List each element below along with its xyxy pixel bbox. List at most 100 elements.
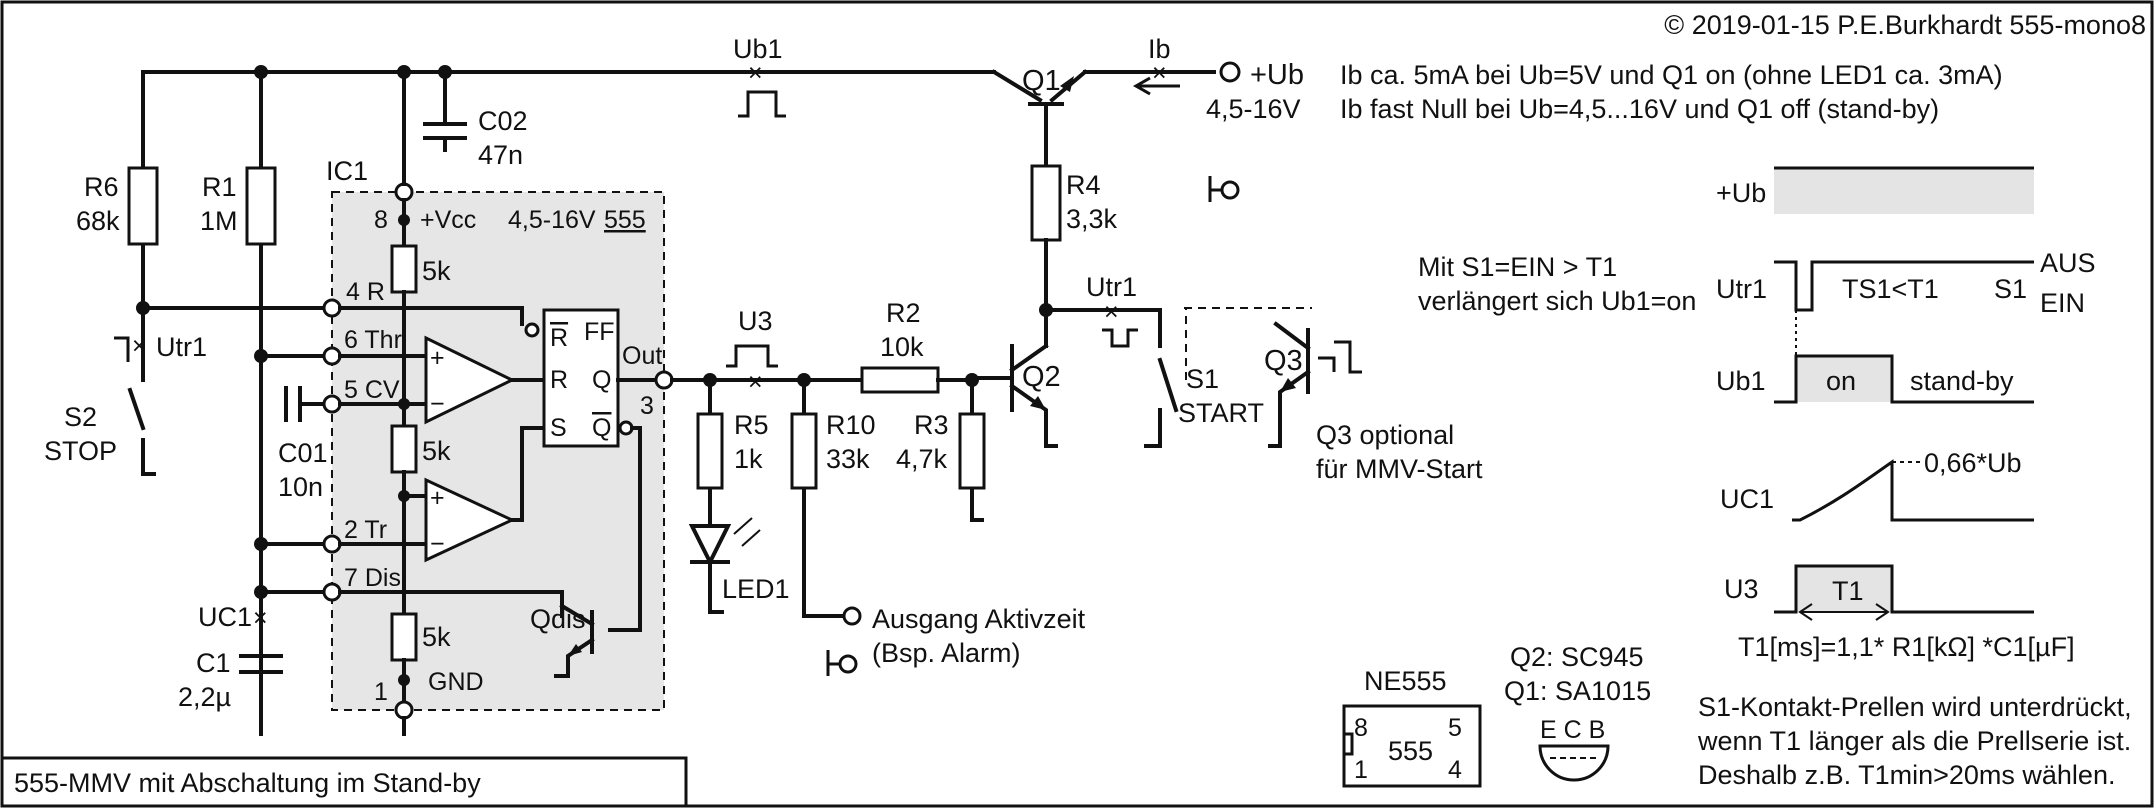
pin6-terminal xyxy=(322,346,342,366)
chip-name: 555 xyxy=(604,206,646,234)
ff-q: Q xyxy=(592,366,611,394)
timing-label-ub1: Ub1 xyxy=(1716,366,1766,396)
s1-name: S1 xyxy=(1186,364,1219,394)
timing-aus: AUS xyxy=(2040,248,2096,278)
qdis-transistor xyxy=(554,603,595,678)
r3-name: R3 xyxy=(914,410,949,440)
ub1-label: Ub1 xyxy=(733,34,783,64)
output-label-1: Ausgang Aktivzeit xyxy=(872,604,1086,634)
c01-value: 10n xyxy=(278,472,323,502)
div-r-top-label: 5k xyxy=(422,256,451,286)
comp2-minus: − xyxy=(430,530,445,558)
utr1-left-label: Utr1 xyxy=(156,332,207,362)
c02-value: 47n xyxy=(478,140,523,170)
s2-switch[interactable] xyxy=(127,306,156,476)
timing-ub-band xyxy=(1774,168,2034,214)
c1-value: 2,2µ xyxy=(178,682,231,712)
comp2-out xyxy=(510,426,546,522)
r1-resistor xyxy=(245,166,277,246)
q1-hook xyxy=(1208,176,1222,202)
pin4-label: 4 R xyxy=(346,278,385,306)
div-r-top xyxy=(390,244,418,294)
copyright-text: © 2019-01-15 P.E.Burkhardt 555-mono8 xyxy=(1664,10,2146,40)
hook-circle-1 xyxy=(1220,180,1240,200)
r1-name: R1 xyxy=(202,172,237,202)
s2-label: STOP xyxy=(44,436,117,466)
prell-note-1: S1-Kontakt-Prellen wird unterdrückt, xyxy=(1698,692,2132,722)
r2-name: R2 xyxy=(886,298,921,328)
junction-gnd xyxy=(398,674,410,686)
c02-cap xyxy=(423,70,467,152)
ff-s: S xyxy=(550,414,567,442)
timing-formula: T1[ms]=1,1* R1[kΩ] *C1[µF] xyxy=(1738,632,2075,662)
timing-ub1-wave xyxy=(1774,354,2034,404)
pin1-terminal xyxy=(394,700,414,720)
pin5-label: 5 CV xyxy=(344,376,400,404)
pkg-p1: 1 xyxy=(1354,756,1368,784)
r4-resistor xyxy=(1030,164,1062,242)
timing-ein: EIN xyxy=(2040,288,2085,318)
pin5-terminal xyxy=(322,394,342,414)
out-label: Out xyxy=(622,342,662,370)
uc1-label: UC1 xyxy=(198,602,252,632)
r6-name: R6 xyxy=(84,172,119,202)
s2-name: S2 xyxy=(64,402,97,432)
utr1-left-pulse xyxy=(114,336,130,362)
led1-diode xyxy=(688,524,732,614)
pin1-label: 1 xyxy=(374,678,388,706)
div-r-mid-label: 5k xyxy=(422,436,451,466)
led1-rays xyxy=(733,517,761,547)
c1-name: C1 xyxy=(196,648,231,678)
q3-arrow xyxy=(1280,378,1296,392)
c02-name: C02 xyxy=(478,106,528,136)
q3-transistor xyxy=(1268,321,1311,448)
output-terminal[interactable] xyxy=(842,606,862,626)
q3-pulse xyxy=(1318,340,1362,374)
pin4-terminal xyxy=(322,298,342,318)
comparator-tr xyxy=(424,477,516,563)
ecb-label: E C B xyxy=(1540,716,1605,744)
c1-cap xyxy=(239,654,283,674)
note-line-1: Ib ca. 5mA bei Ub=5V und Q1 on (ohne LED… xyxy=(1340,60,2003,90)
s1-label: START xyxy=(1178,398,1264,428)
r3-wire xyxy=(970,378,984,522)
q3-note-2: für MMV-Start xyxy=(1316,454,1483,484)
q1-arrow xyxy=(1060,76,1074,92)
led1-label: LED1 xyxy=(722,574,790,604)
comparator-thr xyxy=(424,335,516,425)
pkg-p5: 5 xyxy=(1448,714,1462,742)
pin7-terminal xyxy=(322,582,342,602)
timing-standby: stand-by xyxy=(1910,366,2014,396)
qbar-wire xyxy=(608,426,642,632)
pin2-label: 2 Tr xyxy=(344,516,387,544)
div-r-bot-label: 5k xyxy=(422,622,451,652)
pin2-terminal xyxy=(322,534,342,554)
r4-value: 3,3k xyxy=(1066,204,1118,234)
q2-label: Q2 xyxy=(1022,361,1061,393)
r10-resistor xyxy=(790,412,818,490)
s1-switch[interactable] xyxy=(1144,308,1179,448)
timing-level: 0,66*Ub xyxy=(1924,448,2022,478)
r10-value: 33k xyxy=(826,444,870,474)
ub1-cross: × xyxy=(748,59,763,87)
c01-name: C01 xyxy=(278,438,328,468)
r10-name: R10 xyxy=(826,410,876,440)
u3-label: U3 xyxy=(738,306,773,336)
q1-label: Q1 xyxy=(1022,65,1061,97)
junction-vcc-int xyxy=(398,214,410,226)
q2-arrow xyxy=(1030,396,1046,410)
pin6-label: 6 Thr xyxy=(344,326,402,354)
q3-label: Q3 xyxy=(1264,345,1303,377)
div-r-mid xyxy=(390,424,418,474)
comp1-minus: − xyxy=(430,390,445,418)
ff-label: FF xyxy=(584,318,615,346)
pkg-p8: 8 xyxy=(1354,714,1368,742)
utr1-top-pulse xyxy=(1102,328,1138,348)
ub-terminal[interactable] xyxy=(1219,61,1241,83)
q2-type: Q2: SC945 xyxy=(1510,642,1644,672)
hook-circle-2 xyxy=(838,654,858,674)
pin8-label: 8 xyxy=(374,206,388,234)
q1-type: Q1: SA1015 xyxy=(1504,676,1651,706)
r3-resistor xyxy=(958,412,986,490)
